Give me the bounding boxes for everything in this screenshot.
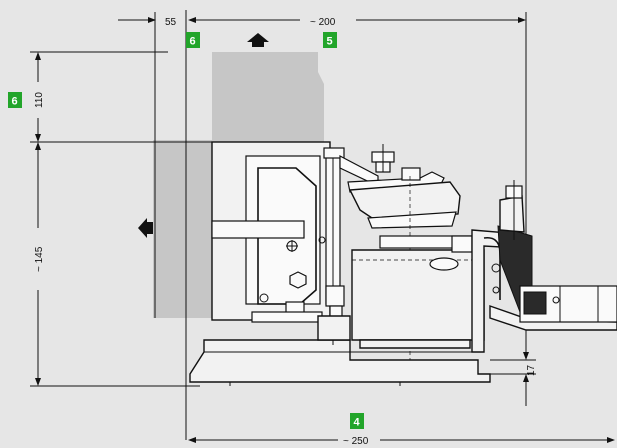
svg-text:4: 4 <box>354 417 361 429</box>
badge-6-left: 6 <box>8 92 22 108</box>
svg-text:55: 55 <box>165 17 177 28</box>
dimension-145: ~ 145 <box>34 142 45 386</box>
svg-text:~ 250: ~ 250 <box>343 436 369 447</box>
svg-text:110: 110 <box>34 92 45 108</box>
badge-5: 5 <box>323 32 337 48</box>
svg-text:17: 17 <box>526 364 537 376</box>
svg-text:6: 6 <box>190 36 196 48</box>
arrow-left-icon <box>138 218 153 238</box>
svg-text:5: 5 <box>327 36 333 48</box>
dimension-17: 17 <box>490 330 537 406</box>
dimension-55: 55 <box>118 12 177 318</box>
badge-6-top: 6 <box>186 32 200 48</box>
dimension-250: ~ 250 <box>188 436 615 447</box>
clearance-zone-left <box>153 140 213 318</box>
dimension-110: 110 <box>34 52 45 142</box>
badge-4: 4 <box>350 413 364 429</box>
svg-text:6: 6 <box>12 96 18 108</box>
svg-text:~ 145: ~ 145 <box>34 246 45 272</box>
machine-drawing <box>189 141 617 386</box>
arrow-up-icon <box>247 33 269 47</box>
svg-text:~ 200: ~ 200 <box>310 17 336 28</box>
clearance-zone-top <box>212 52 324 148</box>
